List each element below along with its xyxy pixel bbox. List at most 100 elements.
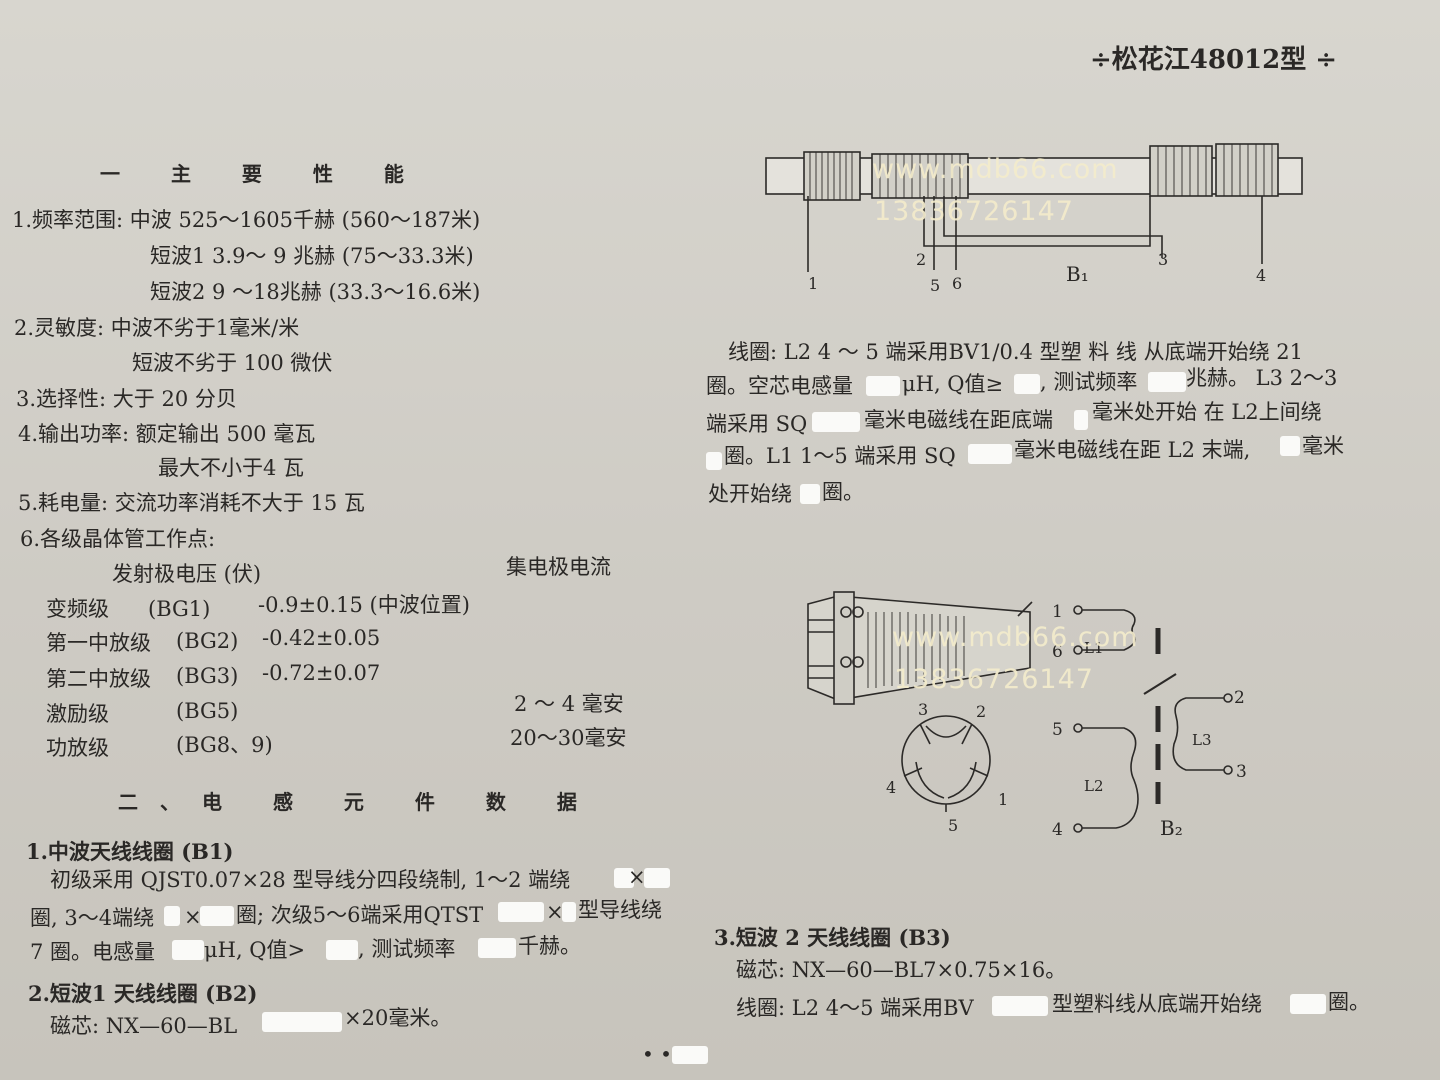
redacted-box <box>968 444 1012 464</box>
watermark-site: www.mdb66.com <box>892 622 1139 653</box>
b3-core: 磁芯: NX—60—BL7×0.75×16。 <box>736 958 1067 982</box>
b1-terminal-label: 3 <box>1158 250 1169 269</box>
coil-label-l3: L3 <box>1192 731 1212 749</box>
b1-text: μH, Q值> <box>204 938 306 962</box>
coil-text: μH, Q值≥ <box>902 372 1004 396</box>
times-sign: × <box>628 865 646 889</box>
times-sign: × <box>546 900 564 924</box>
coil-text: 处开始绕 <box>708 482 792 506</box>
b2-terminal-label: 2 <box>1234 688 1245 708</box>
b2-terminal-label: 3 <box>1236 762 1247 782</box>
b3-title: 3.短波 2 天线线圈 (B3) <box>714 925 951 950</box>
socket-pin-label: 4 <box>886 778 897 797</box>
spec-sensitivity: 2.灵敏度: 中波不劣于1毫米/米 <box>14 316 300 340</box>
table-row-emitter: -0.72±0.07 <box>262 661 381 685</box>
section1-title: 一 主 要 性 能 <box>100 162 426 186</box>
watermark-phone: 13836726147 <box>894 664 1094 695</box>
spec-power-consumption: 5.耗电量: 交流功率消耗不大于 15 瓦 <box>18 491 365 515</box>
header-title: ÷松花江48012型 ÷ <box>1090 45 1338 75</box>
spec-freq-sw2: 短波2 9 ～18兆赫 (33.3～16.6米) <box>150 280 481 304</box>
table-row-transistor: (BG1) <box>148 597 211 621</box>
redacted-box <box>1290 994 1326 1014</box>
redacted-box <box>562 902 576 922</box>
redacted-box <box>1014 374 1040 394</box>
b3-coil-suffix: 圈。 <box>1328 990 1370 1014</box>
spec-selectivity: 3.选择性: 大于 20 分贝 <box>16 387 237 411</box>
table-row-transistor: (BG5) <box>176 699 239 723</box>
spec-freq-mw: 1.频率范围: 中波 525～1605千赫 (560～187米) <box>12 208 481 232</box>
redacted-box <box>262 1012 342 1032</box>
table-row-transistor: (BG2) <box>176 629 239 653</box>
spec-sensitivity-sw: 短波不劣于 100 微伏 <box>132 351 333 375</box>
redacted-box <box>1074 410 1088 430</box>
redacted-box <box>200 906 234 926</box>
table-row-transistor: (BG3) <box>176 664 239 688</box>
table-row-stage: 激励级 <box>46 702 109 726</box>
b1-text: , 测试频率 <box>358 937 456 961</box>
socket-pin-label: 3 <box>918 700 929 719</box>
table-row-emitter: -0.9±0.15 (中波位置) <box>258 593 470 617</box>
b2-title: 2.短波1 天线线圈 (B2) <box>28 981 258 1006</box>
b1-terminal-label: 5 <box>930 276 941 295</box>
b2-terminal-label: 4 <box>1052 820 1063 840</box>
coil-label-l1: L1 <box>1084 639 1104 657</box>
spec-operating-points: 6.各级晶体管工作点: <box>20 527 216 551</box>
page-number-marks: • • <box>642 1042 672 1066</box>
coil-label-l2: L2 <box>1084 777 1104 795</box>
table-row-transistor: (BG8、9) <box>176 733 273 757</box>
coil-text: 毫米电磁线在距底端 <box>864 408 1053 432</box>
b1-text: 7 圈。电感量 <box>30 940 156 964</box>
coil-text: 线圈: L2 4 ～ 5 端采用BV1/0.4 型塑 料 线 从底端开始绕 21 <box>728 340 1304 364</box>
socket-pin-label: 1 <box>998 790 1009 809</box>
b1-text: 圈; 次级5～6端采用QTST <box>236 903 484 927</box>
watermark-site: www.mdb66.com <box>872 154 1119 185</box>
spec-freq-sw1: 短波1 3.9～ 9 兆赫 (75～33.3米) <box>150 244 474 268</box>
b1-text: 千赫。 <box>518 934 581 958</box>
redacted-box <box>800 484 820 504</box>
b1-text: 型导线绕 <box>578 898 662 922</box>
b1-diagram-name: B₁ <box>1066 262 1089 286</box>
table-row-collector: 20～30毫安 <box>510 726 627 750</box>
coil-text: 圈。L1 1～5 端采用 SQ <box>724 444 956 468</box>
table-row-stage: 第一中放级 <box>46 631 151 655</box>
redacted-box <box>164 906 180 926</box>
socket-pin-label: 5 <box>948 816 959 835</box>
b2-diagram-name: B₂ <box>1160 816 1183 840</box>
coil-text: 圈。空芯电感量 <box>706 374 853 398</box>
redacted-box <box>498 902 544 922</box>
coil-text: 毫米处开始 在 L2上间绕 <box>1092 400 1322 424</box>
spec-output-power: 4.输出功率: 额定输出 500 毫瓦 <box>18 422 316 446</box>
table-row-stage: 第二中放级 <box>46 667 151 691</box>
coil-text: 端采用 SQ <box>706 412 808 436</box>
redacted-box <box>1148 372 1186 392</box>
table-row-stage: 功放级 <box>46 736 109 760</box>
b2-terminal-label: 5 <box>1052 720 1063 740</box>
table-header-collector: 集电极电流 <box>506 555 611 579</box>
b1-terminal-label: 4 <box>1256 266 1267 285</box>
b1-title: 1.中波天线线圈 (B1) <box>26 839 234 864</box>
redacted-box <box>1280 436 1300 456</box>
section2-title: 二、电 感 元 件 数 据 <box>118 790 599 814</box>
coil-text: 毫米电磁线在距 L2 末端, <box>1014 438 1251 462</box>
table-row-emitter: -0.42±0.05 <box>262 626 381 650</box>
times-sign: × <box>184 905 202 929</box>
redacted-box <box>992 996 1048 1016</box>
b2-core-suffix: ×20毫米。 <box>344 1006 452 1030</box>
table-row-collector: 2 ～ 4 毫安 <box>514 692 624 716</box>
coil-text: 圈。 <box>822 480 864 504</box>
redacted-box <box>644 868 670 888</box>
redacted-page-number <box>672 1046 708 1064</box>
table-header-emitter: 发射极电压 (伏) <box>112 562 262 586</box>
b3-coil-mid: 型塑料线从底端开始绕 <box>1052 992 1262 1016</box>
b1-text: 初级采用 QJST0.07×28 型导线分四段绕制, 1～2 端绕 <box>50 868 571 892</box>
redacted-box <box>172 940 204 960</box>
b1-terminal-label: 2 <box>916 250 927 269</box>
redacted-box <box>478 938 516 958</box>
b2-terminal-label: 1 <box>1052 602 1063 622</box>
b1-terminal-label: 6 <box>952 274 963 293</box>
redacted-box <box>866 376 900 396</box>
socket-pin-label: 2 <box>976 702 987 721</box>
